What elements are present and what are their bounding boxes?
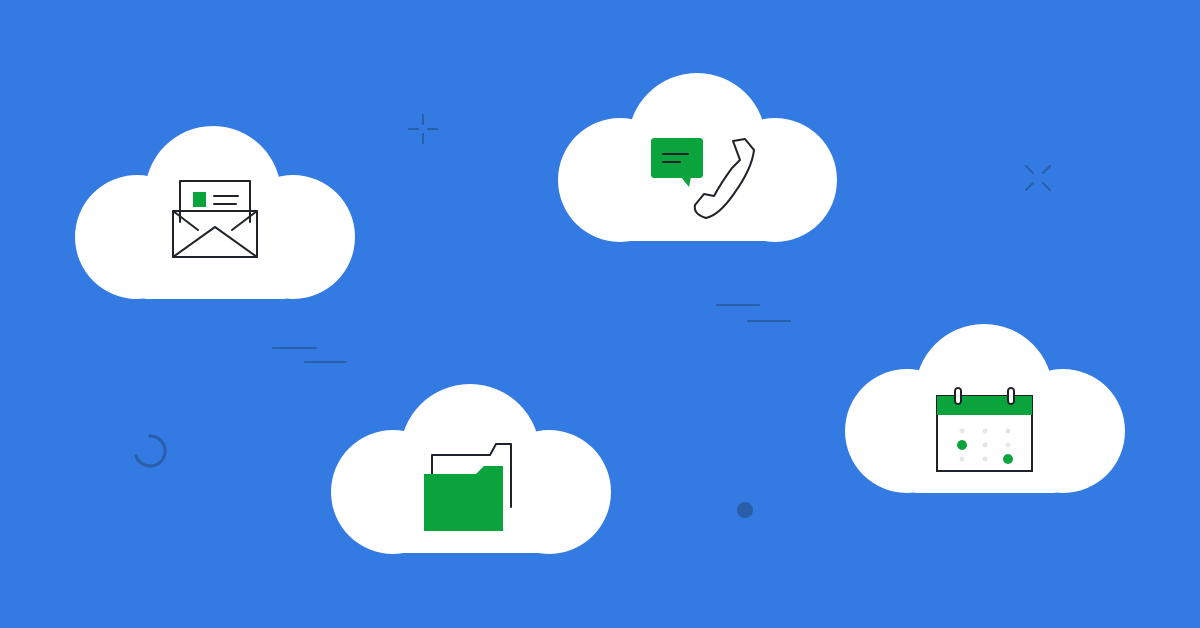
cloud-chat-phone (558, 73, 837, 242)
calendar-icon (936, 387, 1033, 472)
dash-lines-icon (272, 304, 791, 363)
plus-sparkle-icon (408, 114, 438, 144)
cloud-folder (331, 384, 611, 554)
ring-icon (134, 434, 167, 468)
cloud-shape (75, 126, 355, 299)
cloud-calendar (845, 324, 1125, 493)
cloud-envelope (75, 126, 355, 299)
dot-icon (737, 502, 753, 518)
folder-icon (424, 443, 512, 531)
chat-bubble-icon (651, 138, 703, 187)
envelope-icon (172, 180, 258, 258)
cross-sparkle-icon (1025, 165, 1051, 191)
phone-handset-icon (693, 138, 755, 219)
